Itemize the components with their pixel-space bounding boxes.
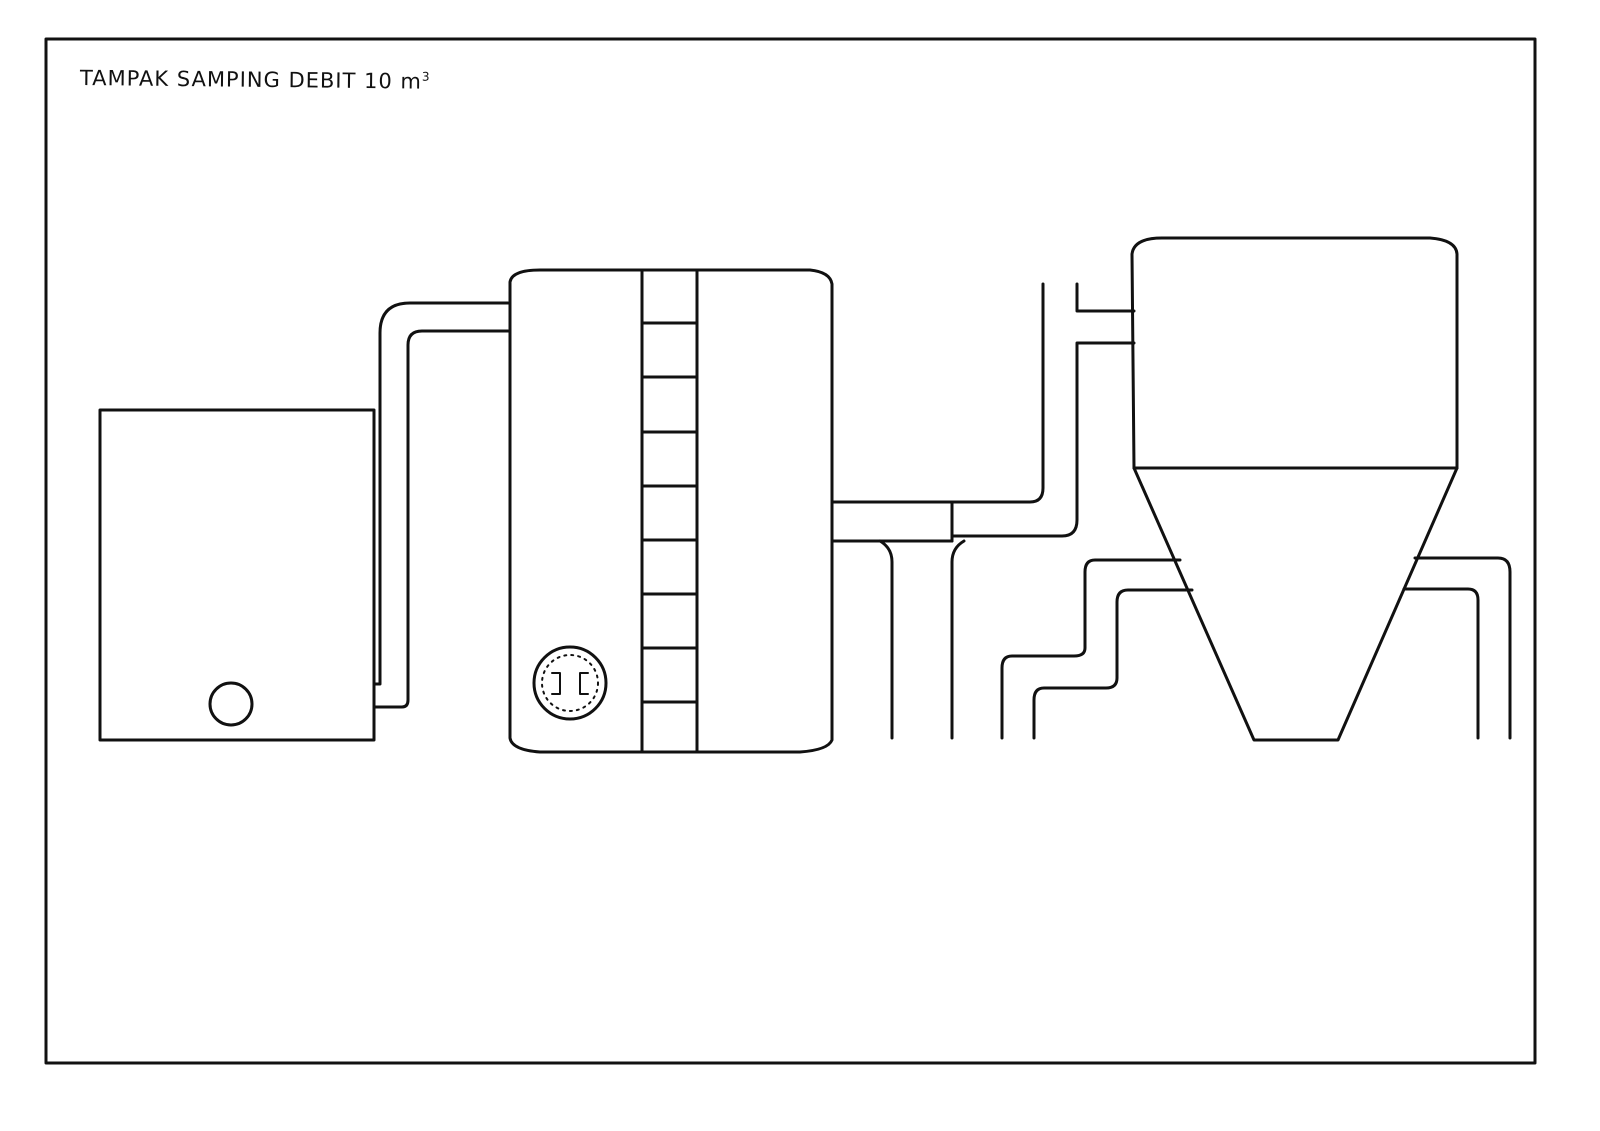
riser-inner-pipe (950, 341, 1136, 538)
duct-support-leg-right (950, 539, 966, 740)
support-left-outer (1000, 558, 1182, 740)
manhole-handle-left (551, 672, 561, 695)
left-box-tank (98, 408, 376, 742)
left-tank-outlet-circle (208, 681, 254, 727)
duct-support-leg-left (878, 539, 894, 740)
middle-tank-body (508, 268, 834, 754)
riser-outer-pipe (950, 282, 1045, 504)
pipe-outer-line (372, 301, 510, 686)
support-left-inner (1032, 588, 1194, 740)
connecting-duct (830, 500, 966, 740)
riser-pipes (950, 282, 1136, 538)
pipe-left-to-middle (372, 301, 510, 709)
manhole-icon (532, 645, 608, 721)
left-tank-body (98, 408, 376, 742)
support-right-inner (1402, 587, 1480, 740)
manhole-handle-right (579, 672, 589, 695)
manhole-bolt-ring (541, 654, 599, 712)
ladder-rungs (640, 321, 699, 704)
manhole-outer-ring (532, 645, 608, 721)
hopper-cone (1132, 466, 1459, 742)
support-right-outer (1413, 556, 1512, 740)
pipe-inner-line (372, 329, 510, 709)
hopper-support-right (1402, 556, 1512, 740)
right-hopper-tank (1130, 236, 1459, 742)
riser-top-branch (1075, 282, 1136, 313)
drawing-border (44, 37, 1537, 1065)
hopper-upper-body (1130, 236, 1459, 470)
hopper-support-left (1000, 558, 1194, 740)
middle-tank (508, 268, 834, 754)
